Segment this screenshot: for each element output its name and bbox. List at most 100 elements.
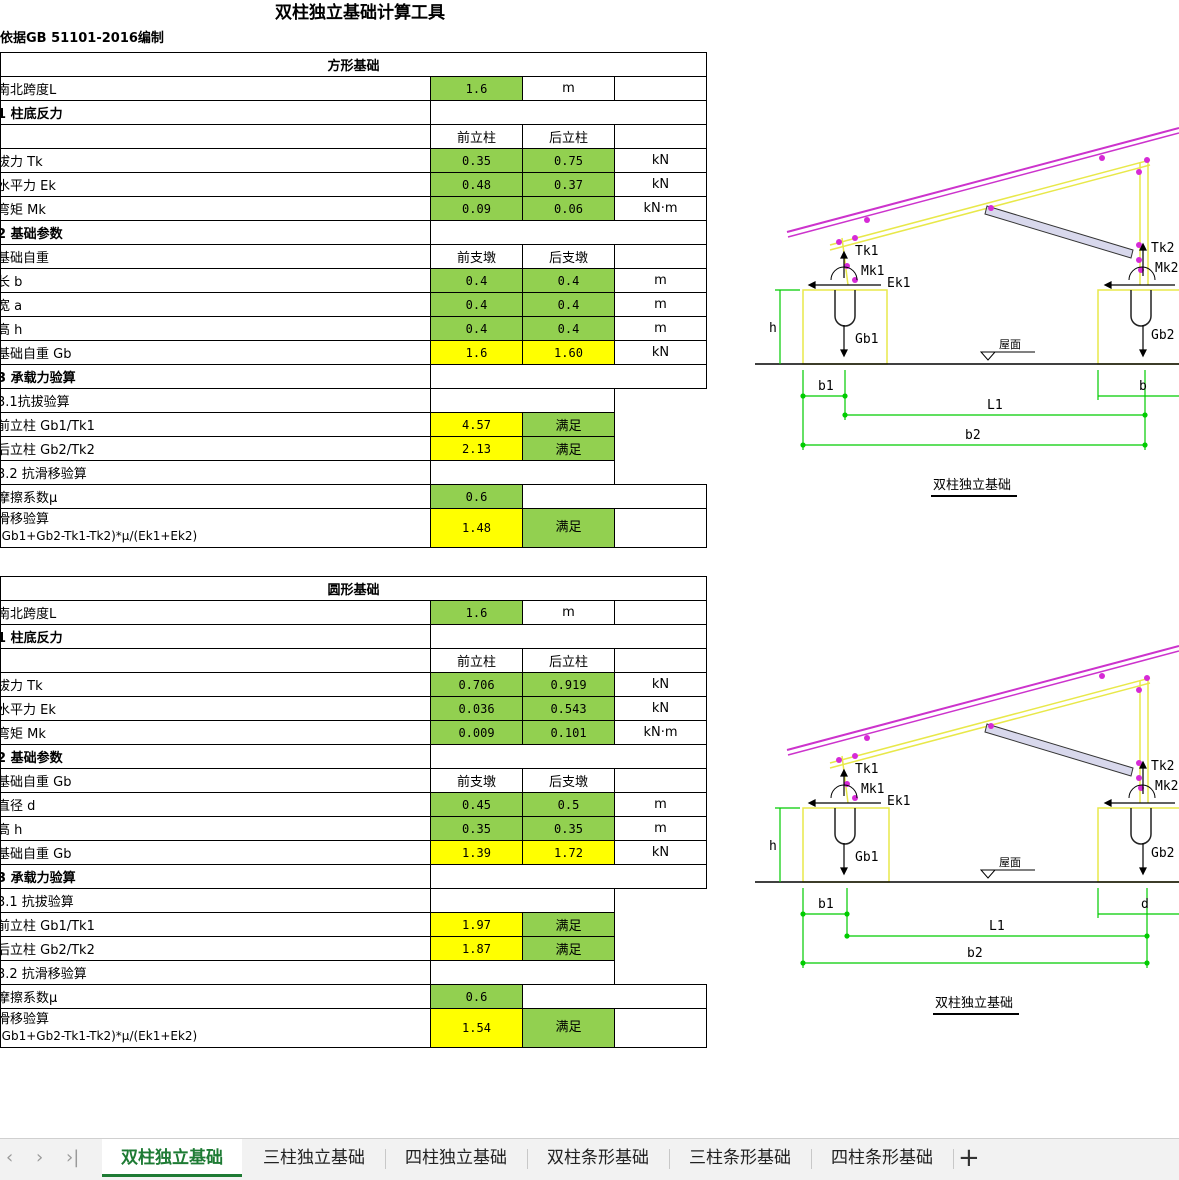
empty-cell[interactable] xyxy=(430,388,615,413)
sheet-title[interactable]: 双柱独立基础计算工具 xyxy=(275,3,445,23)
col-back-header[interactable]: 后立柱 xyxy=(522,124,615,149)
empty-cell[interactable] xyxy=(615,437,707,461)
h-front[interactable]: 0.4 xyxy=(430,316,523,341)
ek-front[interactable]: 0.48 xyxy=(430,172,523,197)
ratio-back-value[interactable]: 1.87 xyxy=(430,936,523,961)
empty-cell[interactable] xyxy=(430,960,615,985)
span-value[interactable]: 1.6 xyxy=(430,600,523,625)
last-sheet-icon[interactable]: ›| xyxy=(66,1147,80,1168)
ek-label[interactable]: 水平力 Ek xyxy=(0,172,431,197)
uplift-check-label[interactable]: 3.1抗拔验算 xyxy=(0,388,431,413)
tk-front[interactable]: 0.35 xyxy=(430,148,523,173)
a-back[interactable]: 0.4 xyxy=(522,292,615,317)
tab-triple-column-isolated[interactable]: 三柱独立基础 xyxy=(263,1148,365,1168)
round-header[interactable]: 圆形基础 xyxy=(0,576,708,601)
ek-front[interactable]: 0.036 xyxy=(430,696,523,721)
tab-double-column-strip[interactable]: 双柱条形基础 xyxy=(547,1148,649,1168)
mu-value[interactable]: 0.6 xyxy=(430,484,523,509)
slide-check-label[interactable]: 3.2 抗滑移验算 xyxy=(0,960,431,985)
slide-ok[interactable]: 满足 xyxy=(522,508,615,548)
pier-back-header[interactable]: 后支墩 xyxy=(522,244,615,269)
tab-double-column-isolated[interactable]: 双柱独立基础 xyxy=(102,1139,242,1177)
ratio-front-label[interactable]: 前立柱 Gb1/Tk1 xyxy=(0,412,431,437)
span-unit[interactable]: m xyxy=(522,76,615,101)
span-value[interactable]: 1.6 xyxy=(430,76,523,101)
a-label[interactable]: 宽 a xyxy=(0,292,431,317)
slide-label-cell[interactable]: 滑移验算 (Gb1+Gb2-Tk1-Tk2)*μ/(Ek1+Ek2) xyxy=(0,508,431,548)
empty-cell[interactable] xyxy=(429,220,708,245)
ratio-back-ok[interactable]: 满足 xyxy=(522,936,615,961)
span-unit[interactable]: m xyxy=(522,600,615,625)
uplift-check-label[interactable]: 3.1 抗拔验算 xyxy=(0,888,431,913)
pier-back-header[interactable]: 后支墩 xyxy=(522,768,615,793)
d-label[interactable]: 直径 d xyxy=(0,792,431,817)
empty-cell[interactable] xyxy=(615,413,707,437)
tab-triple-column-strip[interactable]: 三柱条形基础 xyxy=(689,1148,791,1168)
empty-cell[interactable] xyxy=(615,961,707,985)
ratio-front-value[interactable]: 4.57 xyxy=(430,412,523,437)
mk-label[interactable]: 弯矩 Mk xyxy=(0,720,431,745)
mu-label[interactable]: 摩擦系数μ xyxy=(0,984,431,1009)
h-label[interactable]: 高 h xyxy=(0,816,431,841)
b-back[interactable]: 0.4 xyxy=(522,268,615,293)
mu-label[interactable]: 摩擦系数μ xyxy=(0,484,431,509)
section-check[interactable]: 3 承载力验算 xyxy=(0,364,431,389)
h-unit[interactable]: m xyxy=(613,316,708,341)
section-check[interactable]: 3 承载力验算 xyxy=(0,864,431,889)
tk-label[interactable]: 拔力 Tk xyxy=(0,148,431,173)
slide-check-label[interactable]: 3.2 抗滑移验算 xyxy=(0,460,431,485)
mk-front[interactable]: 0.09 xyxy=(430,196,523,221)
tk-unit[interactable]: kN xyxy=(613,148,708,173)
empty-cell[interactable] xyxy=(430,888,615,913)
empty-cell[interactable] xyxy=(429,364,708,389)
b-front[interactable]: 0.4 xyxy=(430,268,523,293)
gb-unit[interactable]: kN xyxy=(613,340,708,365)
col-front-header[interactable]: 前立柱 xyxy=(430,124,523,149)
tab-quad-column-isolated[interactable]: 四柱独立基础 xyxy=(405,1148,507,1168)
d-back[interactable]: 0.5 xyxy=(522,792,615,817)
mk-front[interactable]: 0.009 xyxy=(430,720,523,745)
empty-cell[interactable] xyxy=(613,768,708,793)
mk-back[interactable]: 0.101 xyxy=(522,720,615,745)
gb-label[interactable]: 基础自重 Gb xyxy=(0,340,431,365)
slide-ok[interactable]: 满足 xyxy=(522,1008,615,1048)
tk-back[interactable]: 0.919 xyxy=(522,672,615,697)
mu-value[interactable]: 0.6 xyxy=(430,984,523,1009)
empty-cell[interactable] xyxy=(0,648,431,673)
empty-cell[interactable] xyxy=(613,648,708,673)
slide-label-cell[interactable]: 滑移验算 (Gb1+Gb2-Tk1-Tk2)*μ/(Ek1+Ek2) xyxy=(0,1008,431,1048)
slide-value[interactable]: 1.54 xyxy=(430,1008,523,1048)
empty-cell[interactable] xyxy=(521,984,708,1009)
gb-sub-label[interactable]: 基础自重 Gb xyxy=(0,768,431,793)
tk-front[interactable]: 0.706 xyxy=(430,672,523,697)
d-unit[interactable]: m xyxy=(613,792,708,817)
section-params[interactable]: 2 基础参数 xyxy=(0,744,431,769)
col-front-header[interactable]: 前立柱 xyxy=(430,648,523,673)
ratio-front-ok[interactable]: 满足 xyxy=(522,412,615,437)
mk-unit[interactable]: kN·m xyxy=(613,196,708,221)
col-back-header[interactable]: 后立柱 xyxy=(522,648,615,673)
h-front[interactable]: 0.35 xyxy=(430,816,523,841)
ratio-back-value[interactable]: 2.13 xyxy=(430,436,523,461)
empty-cell[interactable] xyxy=(430,460,615,485)
empty-cell[interactable] xyxy=(429,624,708,649)
prev-sheet-icon[interactable]: ‹ xyxy=(6,1147,14,1168)
gb-back[interactable]: 1.60 xyxy=(522,340,615,365)
ratio-front-value[interactable]: 1.97 xyxy=(430,912,523,937)
ek-back[interactable]: 0.37 xyxy=(522,172,615,197)
empty-cell[interactable] xyxy=(615,913,707,937)
h-unit[interactable]: m xyxy=(613,816,708,841)
tk-back[interactable]: 0.75 xyxy=(522,148,615,173)
a-unit[interactable]: m xyxy=(613,292,708,317)
pier-front-header[interactable]: 前支墩 xyxy=(430,768,523,793)
empty-cell[interactable] xyxy=(521,484,708,509)
add-sheet-icon[interactable]: + xyxy=(958,1143,980,1173)
gb-back[interactable]: 1.72 xyxy=(522,840,615,865)
d-front[interactable]: 0.45 xyxy=(430,792,523,817)
empty-cell[interactable] xyxy=(613,1008,708,1048)
next-sheet-icon[interactable]: › xyxy=(36,1147,44,1168)
ek-unit[interactable]: kN xyxy=(613,696,708,721)
ek-unit[interactable]: kN xyxy=(613,172,708,197)
slide-value[interactable]: 1.48 xyxy=(430,508,523,548)
ratio-back-ok[interactable]: 满足 xyxy=(522,436,615,461)
